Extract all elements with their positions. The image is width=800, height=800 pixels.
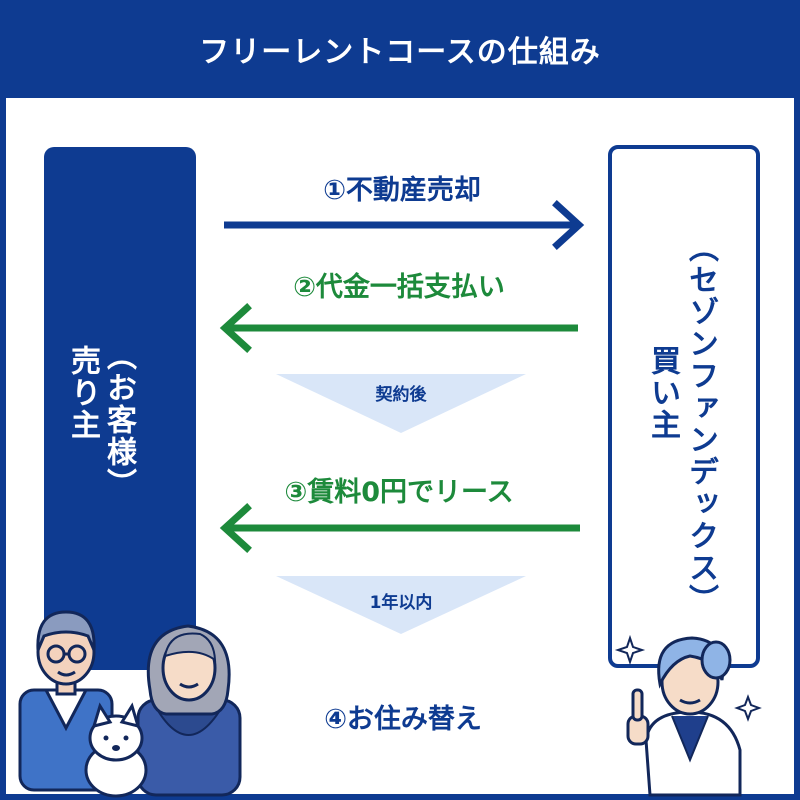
step-lease-label: ③賃料0円でリース xyxy=(284,477,514,508)
buyer-main-label: 買い主 xyxy=(645,345,680,441)
step-payment-label: ②代金一括支払い xyxy=(293,272,505,303)
seller-sub-label: （お客様） xyxy=(101,340,136,500)
timing-triangle-after-contract xyxy=(276,374,526,433)
page-title: フリーレントコースの仕組み xyxy=(0,0,800,98)
arrow-sale-right xyxy=(224,200,585,250)
step-sale-label: ①不動産売却 xyxy=(323,175,481,206)
timing-within-year-label: 1年以内 xyxy=(369,593,433,613)
staff-woman-illustration xyxy=(626,636,742,797)
sparkle-icon xyxy=(614,634,762,722)
seller-box xyxy=(44,147,196,670)
timing-after-contract-label: 契約後 xyxy=(375,385,427,405)
step-relocation-label: ④お住み替え xyxy=(324,704,482,735)
arrow-payment-left xyxy=(219,303,578,353)
buyer-sub-label: （セゾンファンデックス） xyxy=(683,232,718,616)
timing-triangle-within-year xyxy=(276,576,526,634)
seller-main-label: 売り主 xyxy=(65,345,100,441)
buyer-box xyxy=(608,145,760,668)
dog-illustration xyxy=(84,702,148,798)
arrow-lease-left xyxy=(219,503,580,553)
